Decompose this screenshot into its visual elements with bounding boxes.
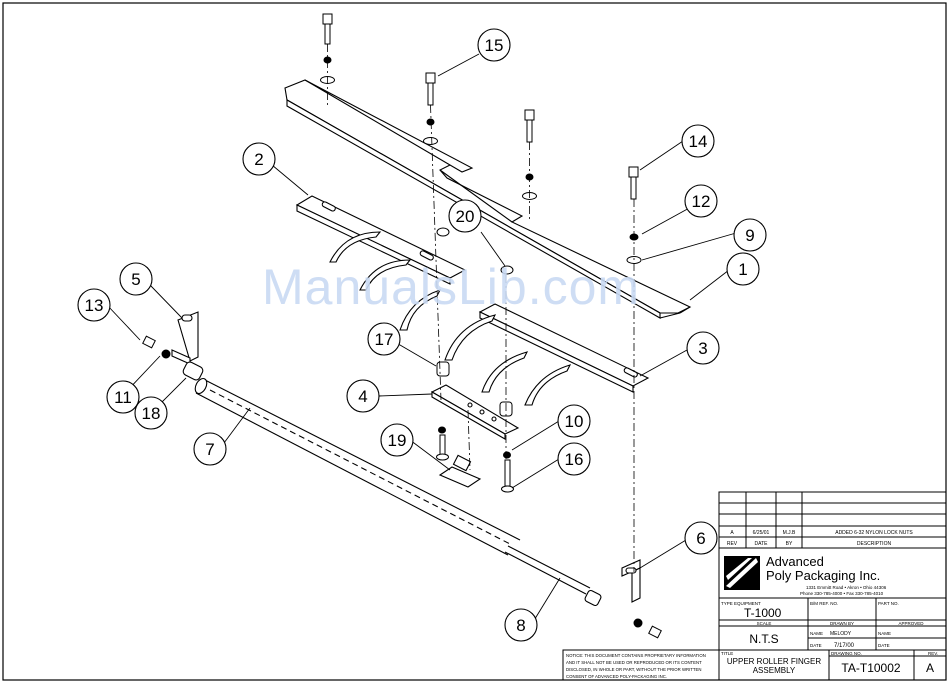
- notice-line-3: DISCLOSED, IN WHOLE OR PART, WITHOUT THE…: [566, 667, 702, 672]
- callout-12-label: 12: [692, 192, 711, 211]
- approved-date-label: DATE: [878, 643, 890, 648]
- callout-18: [134, 396, 168, 430]
- callout-9-label: 9: [745, 226, 754, 245]
- callout-18-label: 18: [142, 404, 161, 423]
- callout-14-label: 14: [689, 132, 708, 151]
- callout-10-label: 10: [565, 412, 584, 431]
- drawn-date: 7/17/00: [834, 643, 855, 649]
- title-block: [562, 491, 947, 681]
- callout-1: [726, 252, 760, 286]
- callout-10: [557, 404, 591, 438]
- drawing-number: TA-T10002: [841, 661, 900, 675]
- revision-header-description: DESCRIPTION: [857, 541, 892, 547]
- company-phone: Phone 330-785-4000 • Fax 330-785-4010: [800, 591, 884, 596]
- part-1-top-bar: [284, 79, 692, 319]
- callout-3-label: 3: [698, 339, 707, 358]
- revision-header-rev: REV: [727, 541, 738, 547]
- callout-15: [477, 28, 511, 62]
- revision-header-by: BY: [786, 541, 793, 547]
- type-equipment-value: T-1000: [744, 606, 782, 620]
- notice-line-2: AND IT SHALL NOT BE USED OR REPRODUCED O…: [566, 660, 702, 665]
- callout-2-label: 2: [254, 150, 263, 169]
- company-logo: [724, 556, 760, 590]
- company-address: 1331 Emmitt Road • Akron • Ohio 44306: [806, 585, 887, 590]
- revision-row-description: ADDED 6-32 NYLON LOCK NUTS: [835, 530, 913, 536]
- revision-row-rev: A: [730, 530, 734, 536]
- part-3-finger-bracket: [444, 303, 650, 406]
- callout-20: [448, 199, 482, 233]
- approved-name-label: NAME: [878, 631, 891, 636]
- callout-3: [686, 331, 720, 365]
- drawing-title-line2: ASSEMBLY: [753, 666, 796, 675]
- bom-ref-label: B/M REF. NO.: [810, 601, 838, 606]
- callout-5-label: 5: [131, 270, 140, 289]
- notice-line-1: NOTICE: THIS DOCUMENT CONTAINS PROPRIETA…: [566, 653, 706, 658]
- callout-8: [504, 608, 538, 642]
- part-4-block: [430, 384, 520, 440]
- rev-label: REV.: [928, 651, 938, 656]
- callout-16: [557, 442, 591, 476]
- drawn-date-label: DATE: [810, 643, 822, 648]
- drawing-title-line1: UPPER ROLLER FINGER: [727, 657, 821, 666]
- callout-9: [733, 218, 767, 252]
- part-8-shaft: [504, 545, 602, 607]
- part-19-clip: [438, 454, 482, 488]
- callout-13: [77, 288, 111, 322]
- part-5-end-bracket: [171, 311, 199, 365]
- callout-19-label: 19: [388, 431, 407, 450]
- revision-row-by: M.J.B: [783, 530, 796, 536]
- part-2-finger-bracket: [295, 195, 467, 331]
- callout-15-label: 15: [485, 36, 504, 55]
- callout-7: [193, 432, 227, 466]
- company-name-line1: Advanced: [766, 554, 824, 569]
- revision-header-date: DATE: [755, 541, 769, 547]
- callout-6: [684, 521, 718, 555]
- callout-13-label: 13: [85, 296, 104, 315]
- part-no-label: PART NO.: [878, 601, 899, 606]
- callout-12: [684, 184, 718, 218]
- callout-4-label: 4: [358, 387, 367, 406]
- callout-11-label: 11: [114, 388, 132, 407]
- callout-8-label: 8: [516, 616, 525, 635]
- callout-14: [681, 124, 715, 158]
- drawn-name: MELODY: [830, 631, 852, 637]
- callout-16-label: 16: [565, 450, 584, 469]
- part-18-bushing: [182, 361, 204, 381]
- drawn-by-label: DRAWN BY: [830, 621, 854, 626]
- part-6-end-bracket: [621, 559, 641, 603]
- callout-7-label: 7: [205, 440, 214, 459]
- scale-label: SCALE: [757, 621, 772, 626]
- callout-5: [119, 262, 153, 296]
- notice-line-4: CONSENT OF ADVANCED POLY-PACKAGING INC.: [566, 674, 667, 679]
- part-7-roller-tube: [194, 377, 521, 556]
- approved-label: APPROVED: [898, 621, 924, 626]
- callout-4: [346, 379, 380, 413]
- title-label: TITLE: [721, 651, 733, 656]
- revision-row-date: 6/25/01: [753, 530, 770, 536]
- callout-19: [380, 423, 414, 457]
- leader-lines: [106, 53, 737, 623]
- callout-17-label: 17: [375, 330, 394, 349]
- callout-20-label: 20: [456, 207, 475, 226]
- drawing-no-label: DRAWING NO.: [831, 651, 862, 656]
- type-equipment-label: TYPE EQUIPMENT: [721, 601, 761, 606]
- callout-6-label: 6: [696, 529, 705, 548]
- callout-2: [242, 142, 276, 176]
- scale-value: N.T.S: [749, 632, 778, 646]
- drawn-name-label: NAME: [810, 631, 823, 636]
- center-lines: [327, 44, 635, 572]
- callout-1-label: 1: [738, 260, 747, 279]
- callout-17: [367, 322, 401, 356]
- rev-value: A: [926, 661, 934, 675]
- callout-11: [106, 380, 140, 414]
- company-name-line2: Poly Packaging Inc.: [766, 568, 880, 583]
